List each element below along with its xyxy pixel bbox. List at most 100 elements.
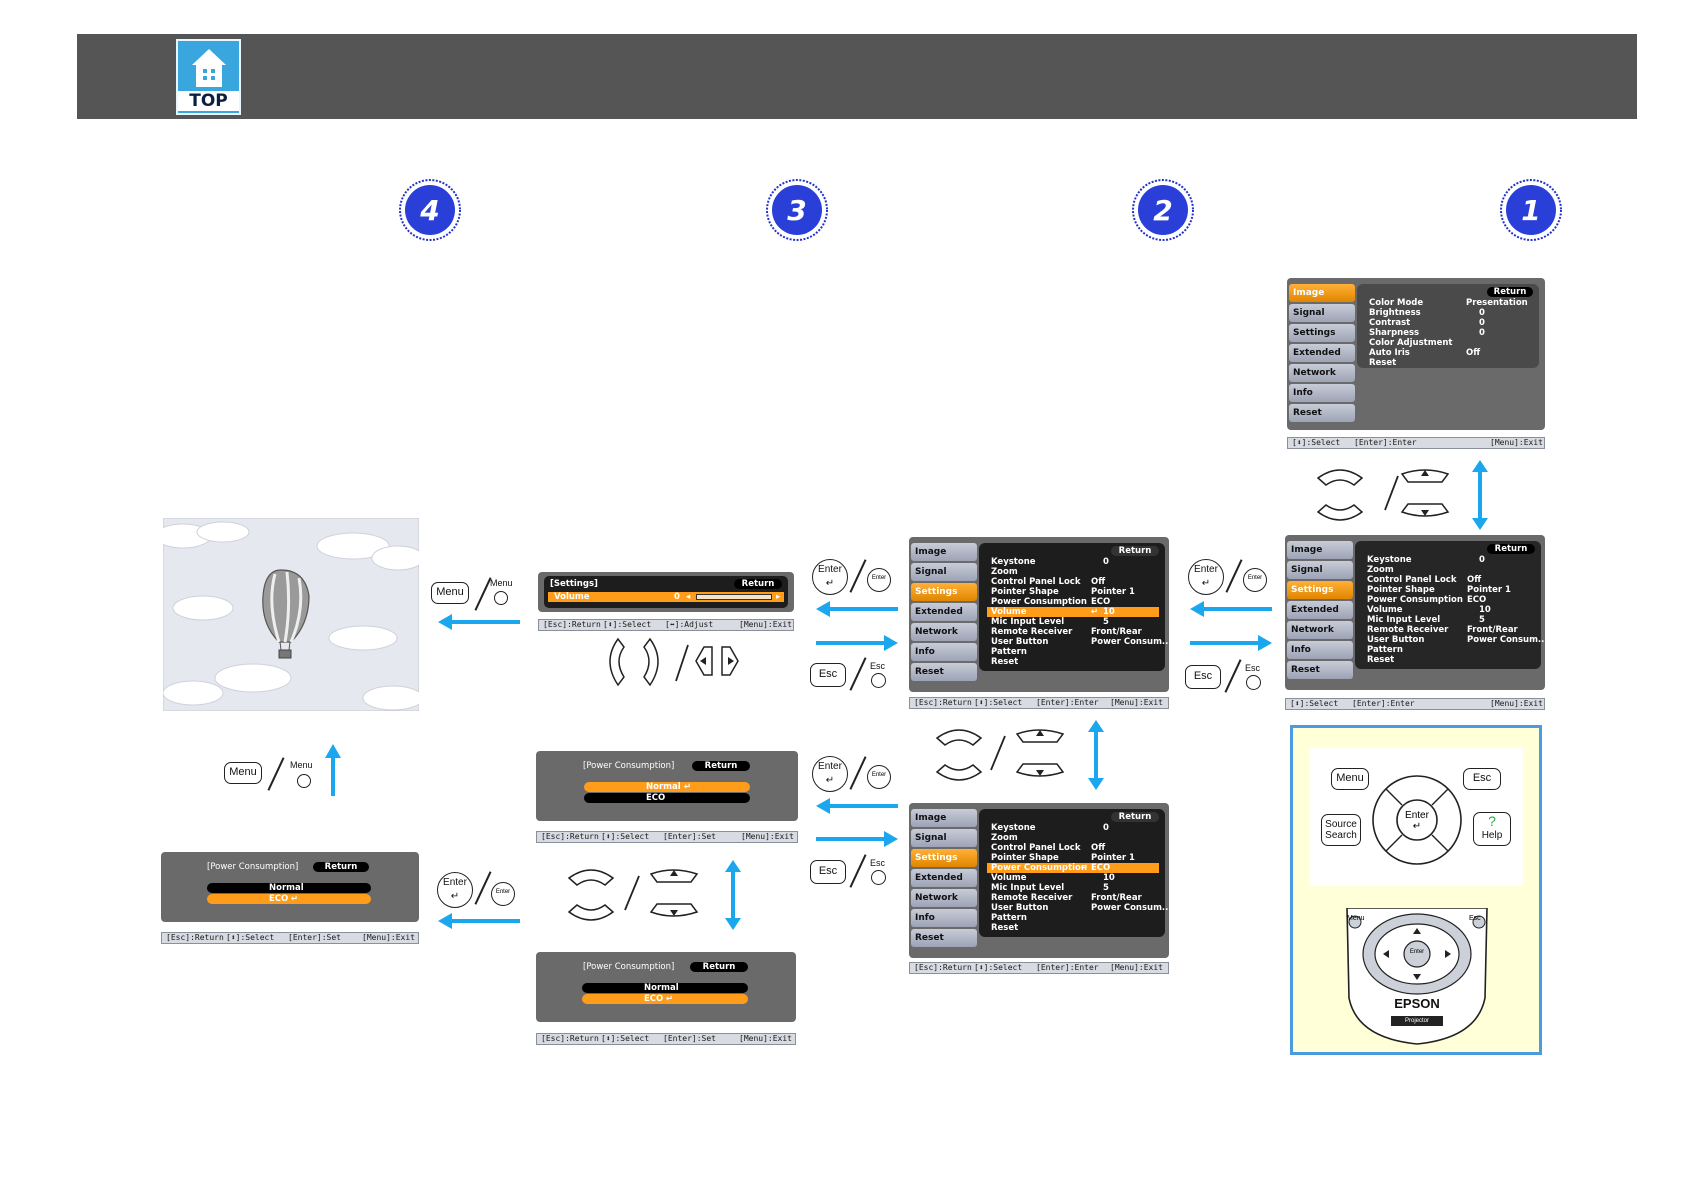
esc-key[interactable]: Esc	[810, 860, 846, 884]
remote-enter-button[interactable]: Enter	[491, 882, 515, 906]
tab-signal[interactable]: Signal	[1289, 304, 1355, 322]
remote-esc-button[interactable]	[871, 673, 886, 688]
remote-enter-button[interactable]: Enter	[867, 765, 891, 789]
remote-menu-button[interactable]	[297, 774, 311, 788]
option-eco-selected[interactable]: ECO↵	[582, 994, 748, 1004]
tab-image[interactable]: Image	[911, 809, 977, 827]
menu-key[interactable]: Menu	[224, 762, 262, 784]
tab-signal[interactable]: Signal	[911, 563, 977, 581]
option-eco[interactable]: ECO	[584, 793, 750, 803]
tab-network[interactable]: Network	[1289, 364, 1355, 382]
tab-extended[interactable]: Extended	[1287, 601, 1353, 619]
tab-network[interactable]: Network	[911, 623, 977, 641]
volume-slider-row[interactable]: Volume 0 ◂ ▸	[548, 592, 784, 602]
return-button[interactable]: Return	[1487, 544, 1535, 554]
menu-row-power-selected[interactable]: Power Consumption↵ECO	[987, 863, 1159, 873]
tab-extended[interactable]: Extended	[1289, 344, 1355, 362]
tab-extended[interactable]: Extended	[911, 603, 977, 621]
menu-row[interactable]: Reset	[991, 657, 1019, 667]
menu-row[interactable]: Reset	[991, 923, 1019, 933]
tab-info[interactable]: Info	[1289, 384, 1355, 402]
panel-enter-label[interactable]: Enter↵	[1405, 810, 1429, 832]
enter-key[interactable]: Enter↵	[1188, 559, 1224, 595]
panel-menu-button[interactable]: Menu	[1331, 768, 1369, 790]
return-button[interactable]: Return	[1111, 546, 1159, 556]
tab-network[interactable]: Network	[911, 889, 977, 907]
tab-settings[interactable]: Settings	[1287, 581, 1353, 599]
tab-reset[interactable]: Reset	[911, 929, 977, 947]
menu-row[interactable]: Zoom	[991, 833, 1018, 843]
tab-signal[interactable]: Signal	[1287, 561, 1353, 579]
menu-row[interactable]: Zoom	[1367, 565, 1394, 575]
return-button[interactable]: Return	[690, 962, 748, 972]
panel-help-button[interactable]: ?Help	[1473, 812, 1511, 846]
menu-row[interactable]: Zoom	[991, 567, 1018, 577]
tab-info[interactable]: Info	[1287, 641, 1353, 659]
tab-image[interactable]: Image	[911, 543, 977, 561]
menu-row[interactable]: Pattern	[1367, 645, 1403, 655]
tab-settings[interactable]: Settings	[1289, 324, 1355, 342]
menu-key[interactable]: Menu	[431, 582, 469, 604]
option-normal[interactable]: Normal	[207, 883, 371, 893]
return-button[interactable]: Return	[734, 579, 782, 589]
tab-settings[interactable]: Settings	[911, 583, 977, 601]
remote-menu-button[interactable]	[494, 591, 508, 605]
menu-row[interactable]: Pattern	[991, 647, 1027, 657]
tab-extended[interactable]: Extended	[911, 869, 977, 887]
remote-esc-button[interactable]	[871, 870, 886, 885]
tab-info[interactable]: Info	[911, 909, 977, 927]
volume-slider-track[interactable]	[696, 594, 772, 600]
esc-key[interactable]: Esc	[810, 663, 846, 687]
menu-row[interactable]: Pattern	[991, 913, 1027, 923]
top-link-button[interactable]: TOP	[176, 39, 241, 115]
esc-key[interactable]: Esc	[1185, 665, 1221, 689]
enter-key[interactable]: Enter↵	[437, 872, 473, 908]
option-eco-selected[interactable]: ECO↵	[207, 894, 371, 904]
tab-image[interactable]: Image	[1289, 284, 1355, 302]
tab-info[interactable]: Info	[911, 643, 977, 661]
tab-image[interactable]: Image	[1287, 541, 1353, 559]
tab-signal[interactable]: Signal	[911, 829, 977, 847]
return-button[interactable]: Return	[692, 761, 750, 771]
tab-reset[interactable]: Reset	[1289, 404, 1355, 422]
menu-row-volume-selected[interactable]: Volume↵10	[987, 607, 1159, 617]
remote-enter-button[interactable]: Enter	[1243, 568, 1267, 592]
option-normal-selected[interactable]: Normal↵	[584, 782, 750, 792]
panel-direction-pad[interactable]	[1371, 774, 1463, 866]
remote-esc-button[interactable]	[1246, 675, 1261, 690]
option-normal[interactable]: Normal	[582, 983, 748, 993]
menu-row[interactable]: Reset	[1367, 655, 1395, 665]
menu-row[interactable]: Color Adjustment	[1369, 338, 1453, 348]
tab-network[interactable]: Network	[1287, 621, 1353, 639]
enter-key[interactable]: Enter↵	[812, 559, 848, 595]
return-button[interactable]: Return	[1111, 812, 1159, 822]
enter-key[interactable]: Enter↵	[812, 756, 848, 792]
panel-esc-button[interactable]: Esc	[1463, 768, 1501, 790]
menu-row[interactable]: Reset	[1369, 358, 1397, 368]
return-button[interactable]: Return	[313, 862, 369, 872]
